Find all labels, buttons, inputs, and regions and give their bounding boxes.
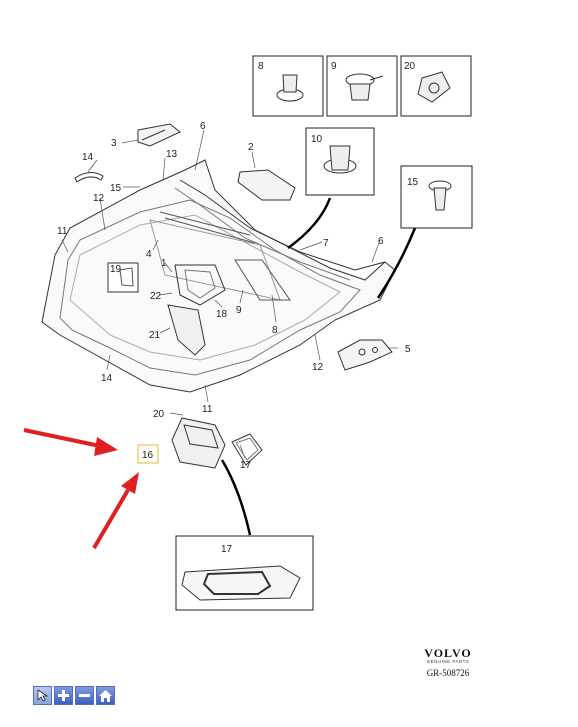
zoom-in-button[interactable] [54, 686, 73, 705]
part-5-drawing [337, 339, 393, 371]
callout-4: 4 [146, 249, 152, 260]
home-button[interactable] [96, 686, 115, 705]
inset-17 [175, 535, 314, 611]
callout-19: 19 [110, 264, 122, 275]
callout-3: 3 [111, 138, 117, 149]
callout-11-bottom: 11 [202, 404, 213, 415]
callout-6-right: 6 [378, 236, 384, 247]
brand-subtitle: GENUINE PARTS [426, 659, 470, 664]
callout-17: 17 [240, 460, 252, 471]
callout-8: 8 [272, 325, 278, 336]
callout-20-inset: 20 [404, 61, 416, 72]
callout-6-top: 6 [200, 121, 206, 132]
callout-17-inset: 17 [221, 544, 233, 555]
cursor-icon [37, 689, 48, 702]
callout-15: 15 [110, 183, 122, 194]
callout-10: 10 [311, 134, 323, 145]
inset-20 [400, 55, 472, 117]
callout-7: 7 [323, 238, 329, 249]
hood-outline [41, 159, 396, 393]
callout-5: 5 [405, 344, 411, 355]
pointer-tool-button[interactable] [33, 686, 52, 705]
callout-15-inset: 15 [407, 177, 419, 188]
callout-14-top: 14 [82, 152, 94, 163]
part-16-highlight [137, 444, 159, 464]
callout-16: 16 [142, 450, 154, 461]
inset-10 [305, 127, 375, 196]
callout-1: 1 [161, 258, 167, 269]
zoom-out-button[interactable] [75, 686, 94, 705]
callout-9-inset: 9 [331, 61, 337, 72]
callout-20: 20 [153, 409, 165, 420]
diagram-reference: GR-508726 [426, 668, 470, 678]
callout-13: 13 [166, 149, 178, 160]
inset-9 [326, 55, 398, 117]
part-14-drawing [74, 172, 104, 183]
callout-8-inset: 8 [258, 61, 264, 72]
callout-2: 2 [248, 142, 254, 153]
callout-12-right: 12 [312, 362, 324, 373]
part-2-drawing [237, 169, 296, 201]
plus-icon [58, 690, 69, 701]
callout-14-bottom: 14 [101, 373, 113, 384]
connector-15 [376, 227, 417, 299]
leader-lines [61, 129, 398, 459]
connector-10 [287, 197, 332, 250]
part-16-drawing [171, 417, 226, 469]
callouts: 8 9 20 10 15 6 3 2 13 14 15 12 11 7 6 4 … [57, 61, 419, 555]
connector-17 [220, 459, 252, 536]
viewer-toolbar [33, 686, 115, 705]
home-icon [99, 689, 112, 702]
minus-icon [79, 694, 90, 697]
callout-21: 21 [149, 330, 161, 341]
part-3-drawing [137, 123, 181, 147]
callout-11-left: 11 [57, 226, 68, 237]
inset-8 [252, 55, 324, 117]
part-17-drawing [231, 433, 263, 466]
red-arrows [23, 428, 139, 550]
brand-logo: VOLVO [424, 646, 472, 660]
callout-9: 9 [236, 305, 242, 316]
inset-15 [400, 165, 473, 229]
callout-12-left: 12 [93, 193, 105, 204]
callout-18: 18 [216, 309, 228, 320]
callout-22: 22 [150, 291, 162, 302]
